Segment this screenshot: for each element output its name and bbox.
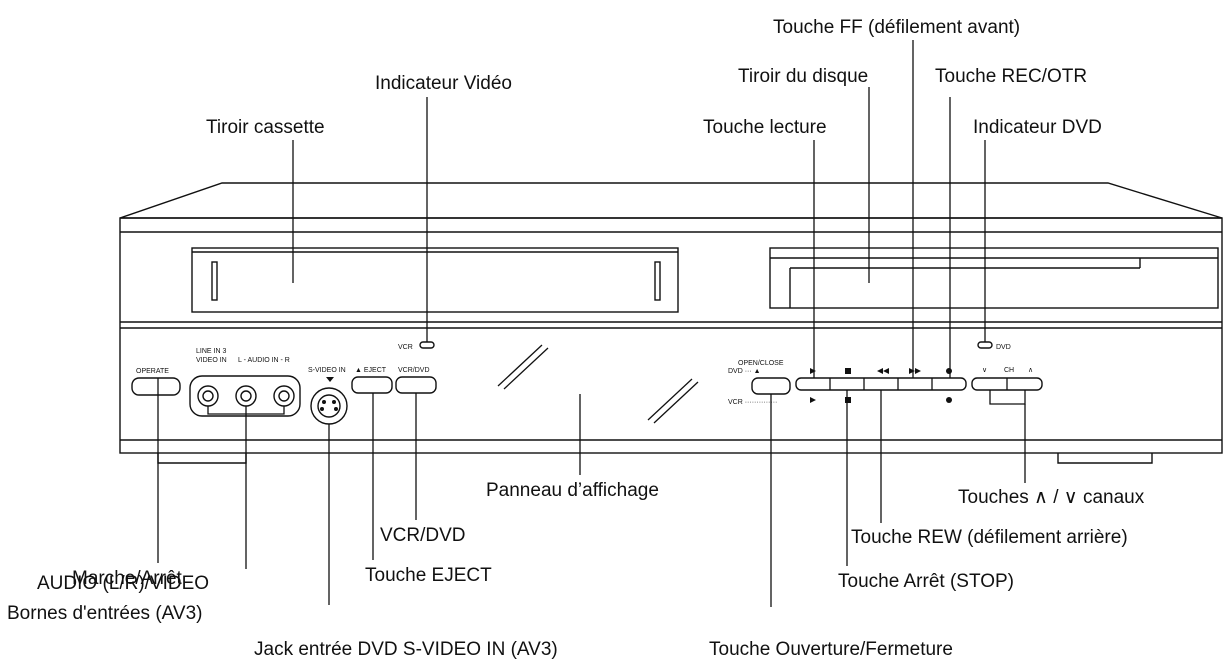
label-stop-button: Touche Arrêt (STOP) [838, 571, 1014, 592]
operate-button[interactable] [131, 377, 181, 396]
label-rew-button: Touche REW (défilement arrière) [851, 527, 1128, 548]
vcr-dvd-button[interactable] [395, 376, 437, 394]
callout-labels: Indicateur Vidéo Tiroir cassette Touche … [7, 17, 1145, 660]
label-svideo-jack: Jack entrée DVD S-VIDEO IN (AV3) [254, 639, 558, 660]
svg-text:VCR: VCR [398, 344, 413, 351]
eject-label: ▲ EJECT [355, 367, 387, 374]
label-play-button: Touche lecture [703, 117, 827, 138]
svg-text:S-VIDEO IN: S-VIDEO IN [308, 367, 346, 374]
svg-text:DVD: DVD [996, 344, 1011, 351]
callout-lines [157, 40, 1026, 607]
vcr-row-label: VCR ·············· [728, 399, 777, 406]
svg-text:VIDEO IN: VIDEO IN [196, 357, 227, 364]
svideo-in-jack: S-VIDEO IN [308, 367, 348, 425]
label-audio-video-line1: AUDIO (L/R)/VIDEO [37, 573, 209, 594]
label-audio-video-line2: Bornes d'entrées (AV3) [7, 603, 202, 624]
vcr-dvd-label: VCR/DVD [398, 367, 430, 374]
label-video-indicator: Indicateur Vidéo [375, 73, 512, 94]
label-open-close-button: Touche Ouverture/Fermeture [709, 639, 953, 660]
vcr-indicator-led: VCR [398, 341, 435, 351]
display-panel [497, 344, 699, 424]
eject-button[interactable] [351, 376, 393, 394]
label-cassette-tray: Tiroir cassette [206, 117, 325, 138]
open-close-label: OPEN/CLOSE [738, 360, 784, 367]
svg-text:∨: ∨ [982, 367, 987, 374]
channel-buttons: ∨ CH ∧ [971, 367, 1043, 405]
label-display-panel: Panneau d’affichage [486, 480, 659, 501]
svg-text:LINE IN 3: LINE IN 3 [196, 348, 226, 355]
label-dvd-indicator: Indicateur DVD [973, 117, 1102, 138]
svg-text:∧: ∧ [1028, 367, 1033, 374]
label-disc-tray: Tiroir du disque [738, 66, 868, 87]
label-channel-buttons: Touches ∧ / ∨ canaux [958, 487, 1145, 508]
operate-label: OPERATE [136, 368, 169, 375]
dvd-row-label: DVD ··· ▲ [728, 368, 761, 375]
label-eject-button: Touche EJECT [365, 565, 492, 586]
dvd-indicator-led: DVD [977, 341, 1011, 351]
label-vcr-dvd: VCR/DVD [380, 525, 466, 546]
label-rec-otr-button: Touche REC/OTR [935, 66, 1087, 87]
disc-tray [769, 247, 1219, 309]
open-close-button[interactable] [751, 377, 791, 395]
svg-text:CH: CH [1004, 367, 1014, 374]
label-ff-button: Touche FF (défilement avant) [773, 17, 1020, 38]
device-body [119, 182, 1223, 464]
cassette-tray [191, 247, 679, 313]
label-power: Marche/Arrêt [72, 568, 183, 589]
svg-text:L - AUDIO IN - R: L - AUDIO IN - R [238, 357, 290, 364]
av3-inputs: LINE IN 3 VIDEO IN L - AUDIO IN - R [189, 348, 301, 417]
